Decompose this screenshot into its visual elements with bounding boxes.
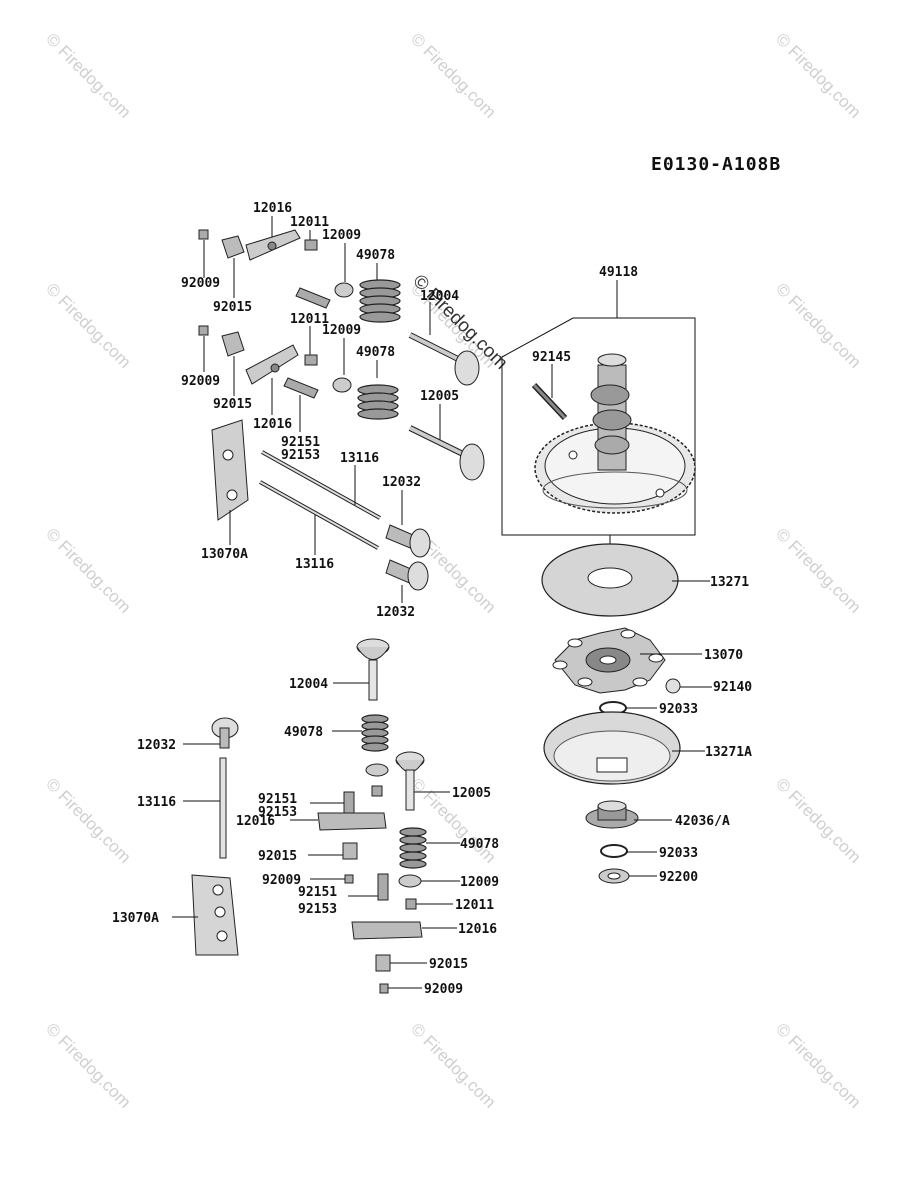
watermark: © Firedog.com: [42, 1019, 134, 1111]
label-13116-bottom: 13116: [137, 795, 176, 810]
label-13271: 13271: [710, 575, 749, 590]
ring-92033-b: 92033: [600, 844, 698, 861]
label-12032-mid: 12032: [382, 475, 421, 490]
dish-13271A: 13271A: [543, 711, 752, 785]
diagram-code: E0130-A108B: [651, 154, 781, 175]
label-12016-top: 12016: [253, 201, 292, 216]
label-92033-a: 92033: [659, 702, 698, 717]
label-92153b-bottom: 92153: [298, 902, 337, 917]
label-49078-bottom: 49078: [284, 725, 323, 740]
label-12009-mid: 12009: [322, 323, 361, 338]
watermark: © Firedog.com: [407, 29, 499, 121]
watermark: © Firedog.com: [42, 774, 134, 866]
watermark: © Firedog.com: [772, 524, 864, 616]
label-92009-top: 92009: [181, 276, 220, 291]
label-12011-bottom: 12011: [455, 898, 494, 913]
label-92151-mid: 92151: [281, 435, 320, 450]
top-valve-train: 12016 12011 12009 49078 92009 92015 1200…: [181, 201, 485, 620]
washer-92200: 92200: [598, 868, 698, 885]
watermark: © Firedog.com: [772, 279, 864, 371]
label-92015-bottom: 92015: [258, 849, 297, 864]
camshaft-frame: [501, 317, 696, 536]
label-13070A-bottom: 13070A: [112, 911, 159, 926]
bottom-valve-train: 12004 49078 12032 13116 92151 92153 9215…: [112, 638, 499, 997]
label-12016-mid: 12016: [253, 417, 292, 432]
label-12004-top: 12004: [420, 289, 459, 304]
washer-13271: 13271: [541, 543, 749, 617]
watermark: © Firedog.com: [42, 279, 134, 371]
label-92033-b: 92033: [659, 846, 698, 861]
label-92015-top: 92015: [213, 300, 252, 315]
label-13070: 13070: [704, 648, 743, 663]
label-92009-bottom: 92009: [262, 873, 301, 888]
watermark: © Firedog.com: [772, 1019, 864, 1111]
governor-13070: 13070: [552, 627, 743, 694]
watermark: © Firedog.com: [42, 29, 134, 121]
label-49078b-bottom: 49078: [460, 837, 499, 852]
label-92009b-bottom: 92009: [424, 982, 463, 997]
label-92153-bottom-line: 92153: [258, 805, 297, 820]
label-12011-mid: 12011: [290, 312, 329, 327]
label-92140: 92140: [713, 680, 752, 695]
label-12016b-bottom: 12016: [458, 922, 497, 937]
label-12016-bottom: 12016: [236, 814, 275, 829]
label-92151b-bottom: 92151: [298, 885, 337, 900]
label-92015-mid: 92015: [213, 397, 252, 412]
watermark: © Firedog.com: [407, 1019, 499, 1111]
label-92151-bottom: 92151: [258, 792, 297, 807]
label-92015b-bottom: 92015: [429, 957, 468, 972]
label-49078-mid: 49078: [356, 345, 395, 360]
label-92145: 92145: [532, 350, 571, 365]
label-12009-top: 12009: [322, 228, 361, 243]
label-12005-bottom: 12005: [452, 786, 491, 801]
label-92153-mid: 92153: [281, 448, 320, 463]
label-12032-bottom: 12032: [137, 738, 176, 753]
label-13070A-mid: 13070A: [201, 547, 248, 562]
label-13116-mid: 13116: [340, 451, 379, 466]
ball-92140: 92140: [665, 678, 752, 695]
label-12005-mid: 12005: [420, 389, 459, 404]
label-13271A: 13271A: [705, 745, 752, 760]
watermarks: © Firedog.com © Firedog.com © Firedog.co…: [42, 29, 864, 1111]
watermark: © Firedog.com: [772, 29, 864, 121]
label-92009-mid: 92009: [181, 374, 220, 389]
label-12032b-mid: 12032: [376, 605, 415, 620]
label-49078-top: 49078: [356, 248, 395, 263]
watermark: © Firedog.com: [42, 524, 134, 616]
label-12009-bottom: 12009: [460, 875, 499, 890]
label-49118: 49118: [599, 265, 638, 280]
label-92200: 92200: [659, 870, 698, 885]
camshaft-group: 49118 92145: [501, 265, 696, 536]
label-12004-bottom: 12004: [289, 677, 328, 692]
sleeve-42036A: 42036/A: [585, 800, 730, 829]
label-13116b-mid: 13116: [295, 557, 334, 572]
label-12011-top: 12011: [290, 215, 329, 230]
watermark: © Firedog.com: [772, 774, 864, 866]
label-42036A: 42036/A: [675, 814, 730, 829]
